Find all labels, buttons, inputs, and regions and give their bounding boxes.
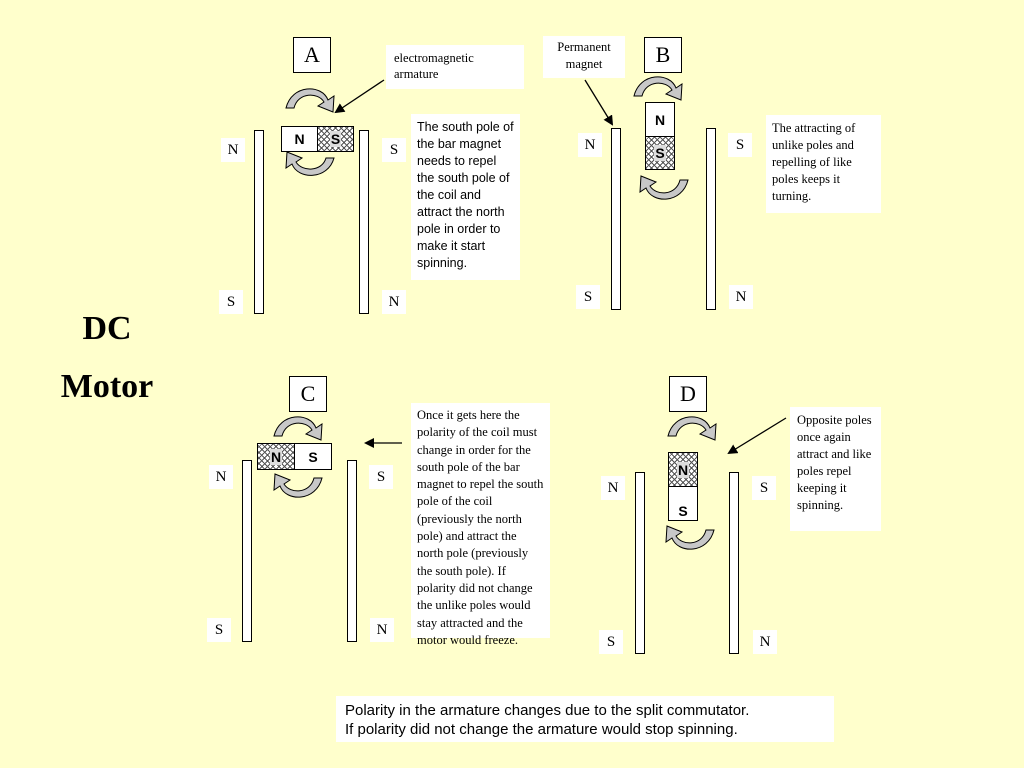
- rotation-arrow-icon: [633, 76, 683, 101]
- magnet-b-south: S: [645, 136, 675, 170]
- pole-b-left-top: N: [578, 133, 602, 157]
- field-bar-d-left: [635, 472, 645, 654]
- pole-b-left-bottom: S: [576, 285, 600, 309]
- rotation-arrow-icon: [667, 416, 717, 441]
- pointer-arrow-panel-d: [727, 417, 787, 455]
- title-line-2: Motor: [60, 368, 154, 405]
- panel-label-b: B: [644, 37, 682, 73]
- bottom-note: Polarity in the armature changes due to …: [336, 696, 834, 742]
- pointer-arrow-permanent-magnet: [584, 79, 614, 126]
- caption-a: The south pole of the bar magnet needs t…: [411, 114, 520, 280]
- caption-b: The attracting of unlike poles and repel…: [766, 115, 881, 213]
- field-bar-a-left: [254, 130, 264, 314]
- pole-d-right-bottom: N: [753, 630, 777, 654]
- caption-d: Opposite poles once again attract and li…: [790, 407, 881, 531]
- magnet-d-north: N: [668, 452, 698, 487]
- magnet-c-north: N: [257, 443, 295, 470]
- field-bar-c-right: [347, 460, 357, 642]
- magnet-a-south: S: [317, 126, 354, 152]
- pole-c-left-top: N: [209, 465, 233, 489]
- pole-d-left-top: N: [601, 476, 625, 500]
- rotation-arrow-icon: [285, 151, 335, 176]
- rotation-arrow-icon: [665, 525, 715, 550]
- pole-d-right-top: S: [752, 476, 776, 500]
- title: DC Motor: [40, 300, 174, 416]
- armature-label: electromagnetic armature: [386, 45, 524, 89]
- pole-c-left-bottom: S: [207, 618, 231, 642]
- pointer-arrow-armature: [334, 79, 385, 114]
- field-bar-b-right: [706, 128, 716, 310]
- permanent-magnet-label: Permanent magnet: [543, 36, 625, 78]
- caption-c: Once it gets here the polarity of the co…: [411, 403, 550, 647]
- bottom-note-line-1: Polarity in the armature changes due to …: [345, 702, 750, 719]
- pole-a-right-top: S: [382, 138, 406, 162]
- title-line-1: DC: [82, 310, 132, 347]
- magnet-a-north: N: [281, 126, 318, 152]
- magnet-c-south: S: [294, 443, 332, 470]
- field-bar-a-right: [359, 130, 369, 314]
- field-bar-d-right: [729, 472, 739, 654]
- bottom-note-line-2: If polarity did not change the armature …: [345, 721, 738, 738]
- pole-c-right-bottom: N: [370, 618, 394, 642]
- panel-label-c: C: [289, 376, 327, 412]
- rotation-arrow-icon: [639, 175, 689, 200]
- rotation-arrow-icon: [285, 88, 335, 113]
- pole-a-right-bottom: N: [382, 290, 406, 314]
- magnet-b-north: N: [645, 102, 675, 137]
- rotation-arrow-icon: [273, 416, 323, 441]
- field-bar-c-left: [242, 460, 252, 642]
- pole-a-left-bottom: S: [219, 290, 243, 314]
- field-bar-b-left: [611, 128, 621, 310]
- panel-label-d: D: [669, 376, 707, 412]
- magnet-d-south: S: [668, 486, 698, 521]
- pole-b-right-top: S: [728, 133, 752, 157]
- pole-d-left-bottom: S: [599, 630, 623, 654]
- pole-b-right-bottom: N: [729, 285, 753, 309]
- panel-label-a: A: [293, 37, 331, 73]
- rotation-arrow-icon: [273, 473, 323, 498]
- pole-a-left-top: N: [221, 138, 245, 162]
- pole-c-right-top: S: [369, 465, 393, 489]
